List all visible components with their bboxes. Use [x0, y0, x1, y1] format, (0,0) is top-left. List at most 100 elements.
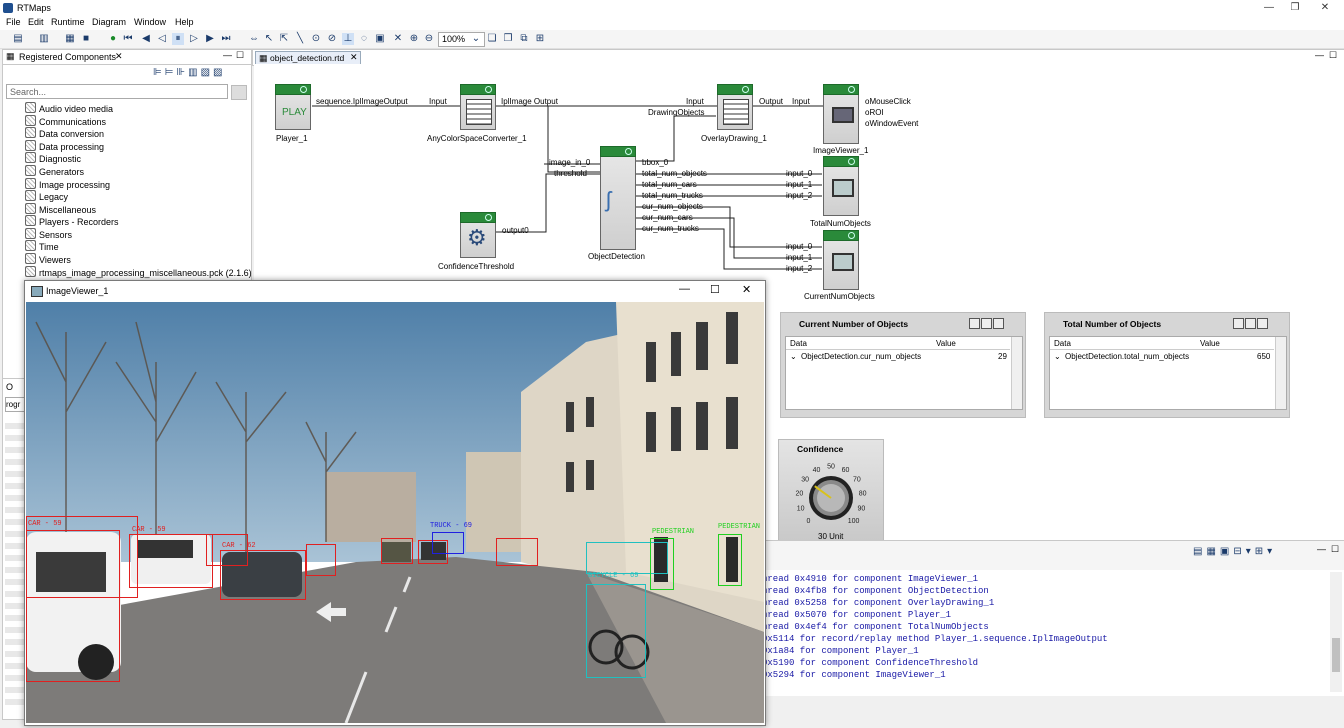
tree-item[interactable]: Miscellaneous [25, 203, 96, 215]
record-icon[interactable]: ⊙ [311, 33, 321, 44]
input-port[interactable]: threshold [554, 169, 587, 178]
table-row[interactable]: ⌄ ObjectDetection.cur_num_objects 29 [786, 350, 1010, 362]
menu-runtime[interactable]: Runtime [51, 17, 85, 27]
player-output-port[interactable]: sequence.IplImageOutput [316, 97, 408, 106]
confidence-component[interactable]: ⚙ [460, 212, 496, 258]
run-icon[interactable]: ● [109, 33, 117, 44]
select-icon[interactable]: ⇱ [279, 33, 289, 44]
console-scrollbar[interactable] [1330, 572, 1342, 692]
delete-icon[interactable]: ✕ [393, 33, 403, 44]
output-port[interactable]: oROI [865, 108, 884, 117]
input-port[interactable]: input_1 [786, 253, 813, 262]
grid-icon[interactable]: ▣ [375, 33, 385, 44]
rewind-icon[interactable]: ⏮ [123, 33, 133, 44]
search-input[interactable]: Search... [6, 84, 228, 99]
minimize-panel-icon[interactable]: — [223, 50, 232, 60]
converter-input-port[interactable]: Input [429, 97, 447, 106]
play-icon[interactable]: ▶ [206, 33, 214, 44]
output-port[interactable]: cur_num_cars [642, 213, 693, 222]
output-port[interactable]: oWindowEvent [865, 119, 919, 128]
input-port[interactable]: input_0 [786, 242, 813, 251]
minimize-console-icon[interactable]: — [1317, 544, 1326, 554]
tree-item[interactable]: Image processing [25, 178, 110, 190]
expand-icon[interactable]: ⌄ [790, 352, 797, 361]
maximize-editor-icon[interactable]: ☐ [1329, 50, 1338, 60]
outline-tab-label[interactable]: O [6, 382, 14, 392]
close-tab-icon[interactable]: ✕ [350, 52, 358, 62]
tree-item[interactable]: Time [25, 240, 59, 252]
tree-item[interactable]: Generators [25, 165, 84, 177]
tree-item[interactable]: Data conversion [25, 127, 104, 139]
total-number-widget[interactable]: Total Number of Objects Data Value ⌄ Obj… [1044, 312, 1290, 418]
minimize-icon[interactable] [969, 318, 980, 329]
close-tab-icon[interactable]: ✕ [115, 51, 123, 61]
table-row[interactable]: ⌄ ObjectDetection.total_num_objects 650 [1050, 350, 1274, 362]
output-port[interactable]: bbox_0 [642, 158, 669, 167]
overlay-input-port[interactable]: Input [686, 97, 704, 106]
pause-icon[interactable]: ⏸ [172, 33, 184, 45]
align-icon[interactable]: ⧉ [520, 33, 528, 44]
arrange-icon[interactable]: ⇔ [249, 33, 259, 44]
objectdetection-component[interactable]: ʃ [600, 146, 636, 250]
tree-item[interactable]: Viewers [25, 253, 71, 265]
zoom-select[interactable]: 100% [438, 32, 485, 47]
converter-output-port[interactable]: IplImage Output [501, 97, 558, 106]
menu-edit[interactable]: Edit [28, 17, 44, 27]
maximize-button[interactable]: ☐ [710, 284, 720, 296]
paste-icon[interactable]: ❐ [503, 33, 513, 44]
filter-icons[interactable]: ⊫⊨⊪▥▧▨ [153, 67, 226, 78]
open-diagram-icon[interactable]: ▥ [39, 33, 49, 44]
input-port[interactable]: input_0 [786, 169, 813, 178]
output-port[interactable]: total_num_trucks [642, 191, 703, 200]
totalnum-component[interactable] [823, 156, 859, 216]
input-port[interactable]: input_2 [786, 191, 813, 200]
frame-back-icon[interactable]: ◁ [158, 33, 166, 44]
copy-icon[interactable]: ❏ [487, 33, 497, 44]
current-number-widget[interactable]: Current Number of Objects Data Value ⌄ O… [780, 312, 1026, 418]
restore-button[interactable]: ❐ [1290, 2, 1300, 13]
input-port[interactable]: input_2 [786, 264, 813, 273]
close-button[interactable]: ✕ [742, 284, 752, 296]
imageviewer-input-port[interactable]: Input [792, 97, 810, 106]
tab-object-detection[interactable]: ▦ object_detection.rtd ✕ [255, 51, 361, 65]
menu-diagram[interactable]: Diagram [92, 17, 127, 27]
overlay-component[interactable] [717, 84, 753, 130]
output-port[interactable]: total_num_objects [642, 169, 707, 178]
new-diagram-icon[interactable]: ▤ [13, 33, 23, 44]
converter-component[interactable] [460, 84, 496, 130]
tree-item[interactable]: Data processing [25, 140, 104, 152]
maximize-console-icon[interactable]: ☐ [1331, 544, 1340, 554]
tree-item[interactable]: rtmaps_image_processing_miscellaneous.pc… [25, 266, 252, 278]
overlay-output-port[interactable]: Output [759, 97, 784, 106]
imageviewer-titlebar[interactable]: ImageViewer_1 — ☐ ✕ [25, 281, 765, 301]
player-component[interactable]: PLAY [275, 84, 311, 130]
clear-search-icon[interactable] [231, 85, 247, 100]
zoom-out-icon[interactable]: ⊖ [424, 33, 434, 44]
fast-forward-icon[interactable]: ⏭ [221, 33, 231, 44]
menu-window[interactable]: Window [134, 17, 167, 27]
tree-item[interactable]: Players - Recorders [25, 215, 119, 227]
imageviewer-window[interactable]: ImageViewer_1 — ☐ ✕ [24, 280, 766, 726]
link-icon[interactable]: ⊥ [342, 33, 354, 45]
stop-icon[interactable]: ⊘ [327, 33, 337, 44]
minimize-editor-icon[interactable]: — [1315, 50, 1324, 60]
step-back-icon[interactable]: ◀ [142, 33, 150, 44]
minimize-icon[interactable] [1233, 318, 1244, 329]
outline-filter-input[interactable]: rogr [5, 397, 27, 412]
chevron-down-icon[interactable]: ⌄ [471, 33, 481, 44]
scrollbar[interactable] [1011, 337, 1022, 409]
zoom-fit-icon[interactable]: ◌ [361, 33, 367, 44]
console-output[interactable]: hread 0x4910 for component ImageViewer_1… [756, 570, 1344, 696]
output-port[interactable]: cur_num_objects [642, 202, 703, 211]
save-all-icon[interactable]: ■ [82, 33, 90, 44]
close-button[interactable]: ✕ [1320, 2, 1330, 13]
layout-icon[interactable]: ⊞ [535, 33, 545, 44]
minimize-button[interactable]: — [1264, 2, 1274, 13]
console-toolbar-icons[interactable]: ▤▦▣⊟▾⊞▾ [1193, 546, 1277, 557]
pointer-icon[interactable]: ↖ [264, 33, 274, 44]
scrollbar[interactable] [1275, 337, 1286, 409]
confidence-output-port[interactable]: output0 [502, 226, 529, 235]
menu-help[interactable]: Help [175, 17, 194, 27]
